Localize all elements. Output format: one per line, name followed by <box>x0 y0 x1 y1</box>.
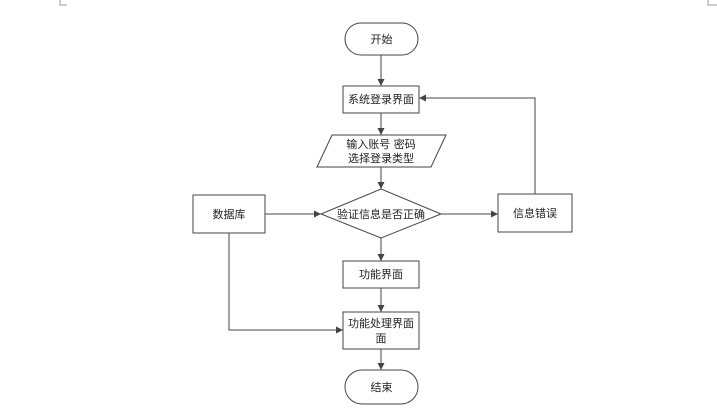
start-node: 开始 <box>344 22 419 56</box>
function-ui-label: 功能界面 <box>359 267 403 281</box>
database-node: 数据库 <box>192 194 266 234</box>
start-label: 开始 <box>371 32 393 46</box>
flow-edges <box>228 55 536 370</box>
process-ui-node: 功能处理界面 面 <box>342 311 420 350</box>
input-node: 输入账号 密码 选择登录类型 <box>316 134 447 168</box>
verify-decision-node: 验证信息是否正确 <box>319 188 443 239</box>
error-label: 信息错误 <box>513 206 557 220</box>
edge-database-to-process <box>228 233 343 334</box>
input-label-line1: 输入账号 密码 <box>346 137 416 151</box>
function-ui-node: 功能界面 <box>342 260 420 289</box>
input-label-line2: 选择登录类型 <box>348 151 414 165</box>
process-ui-label-line2: 面 <box>376 332 387 345</box>
error-node: 信息错误 <box>497 193 573 233</box>
edge-error-to-login <box>419 94 536 194</box>
verify-label: 验证信息是否正确 <box>337 207 425 221</box>
page-corner-marks <box>59 0 717 6</box>
database-label: 数据库 <box>213 207 246 221</box>
login-screen-node: 系统登录界面 <box>342 85 420 114</box>
process-ui-label-line1: 功能处理界面 <box>348 316 414 330</box>
end-label: 结束 <box>371 381 393 394</box>
end-node: 结束 <box>344 369 419 405</box>
login-screen-label: 系统登录界面 <box>348 92 414 106</box>
